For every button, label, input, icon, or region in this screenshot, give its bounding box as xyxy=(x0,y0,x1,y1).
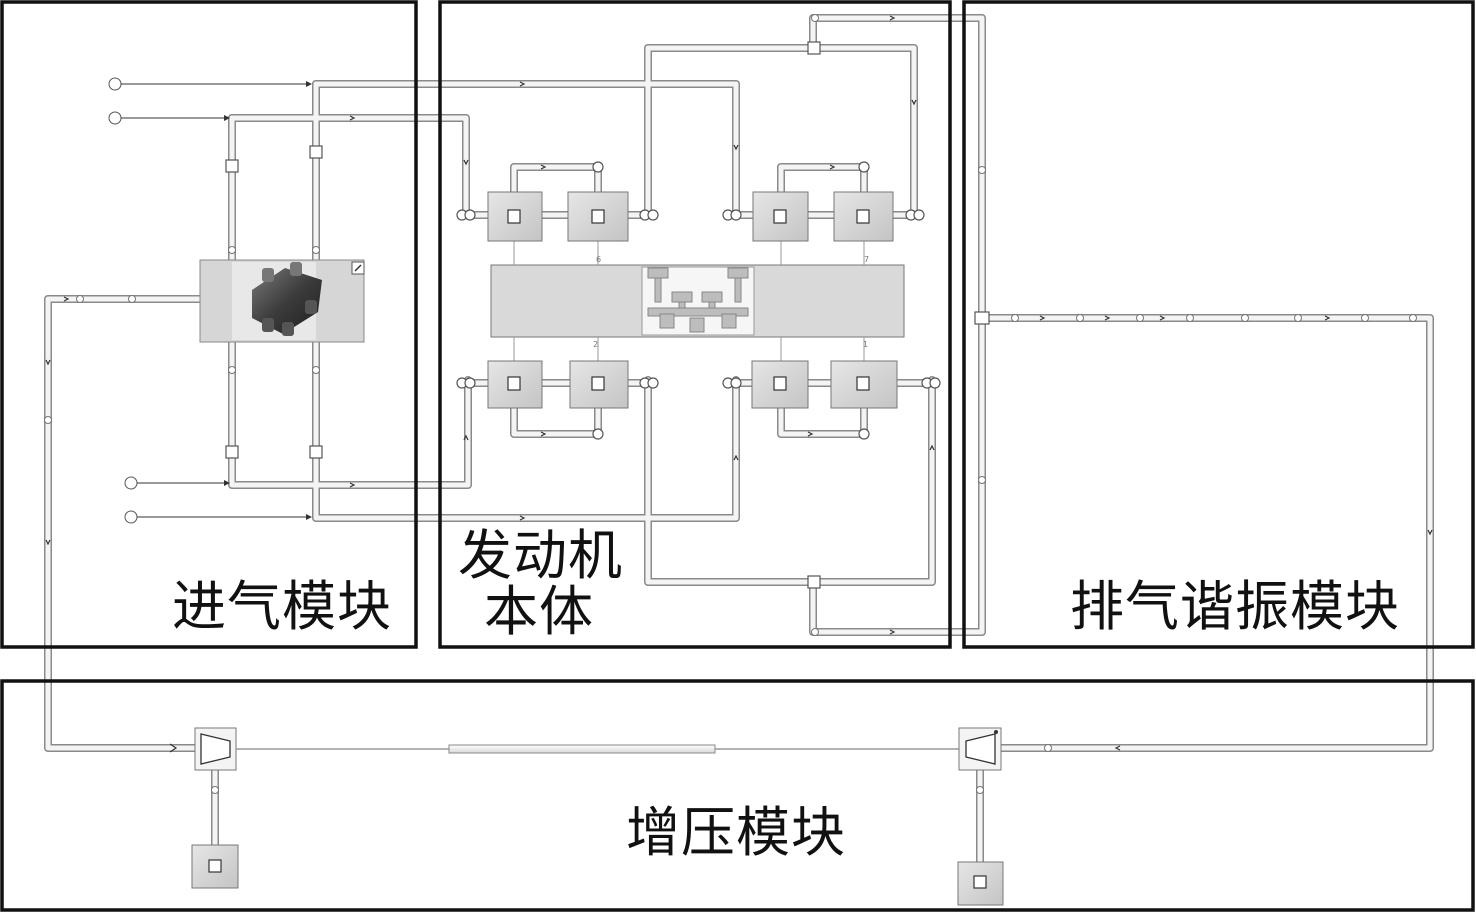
boost-module-label: 增压模块 xyxy=(626,801,846,864)
pipe-network xyxy=(44,14,1434,866)
cylinder-number-7: 7 xyxy=(864,255,869,264)
engine-module-label-line2: 本体 xyxy=(484,580,594,643)
flow-arrows xyxy=(45,15,1433,751)
intercooler-icon xyxy=(252,262,322,336)
cylinder-number-6: 6 xyxy=(596,255,601,264)
ambient-inlet xyxy=(191,844,239,889)
injector-inlets xyxy=(108,77,312,524)
exhaust-module-label: 排气谐振模块 xyxy=(1070,575,1400,638)
ambient-outlet xyxy=(957,861,1004,906)
junctions xyxy=(225,41,990,589)
turbine xyxy=(958,727,1002,771)
intake-runner-top-left xyxy=(228,114,470,219)
cyl-link-top-left xyxy=(510,163,602,196)
boost-module-frame xyxy=(0,679,1475,912)
crankshaft-icon xyxy=(647,267,749,333)
compressor xyxy=(169,727,237,771)
engine-module-label-line1: 发动机 xyxy=(458,524,623,587)
cylinder-icons xyxy=(507,209,870,391)
intake-module-frame xyxy=(0,0,418,649)
intercooler xyxy=(199,259,365,343)
exhaust-resonance-pipe xyxy=(978,314,1434,752)
engine-block: 6 7 2 1 xyxy=(490,241,905,361)
valve-connectors xyxy=(456,161,941,440)
cyl-link-top-right xyxy=(777,163,868,196)
exhaust-manifold-lower xyxy=(644,376,936,586)
cylinder-number-2: 2 xyxy=(593,340,598,349)
cyl-link-bottom-left xyxy=(510,404,602,438)
engine-module-frame xyxy=(438,0,952,649)
turbo-shaft xyxy=(236,744,959,754)
intake-module-label: 进气模块 xyxy=(172,575,392,638)
cyl-link-bottom-right xyxy=(777,404,868,438)
flow-markers xyxy=(44,14,1417,794)
cylinder-number-1: 1 xyxy=(863,340,868,349)
exhaust-module-frame xyxy=(962,0,1475,649)
